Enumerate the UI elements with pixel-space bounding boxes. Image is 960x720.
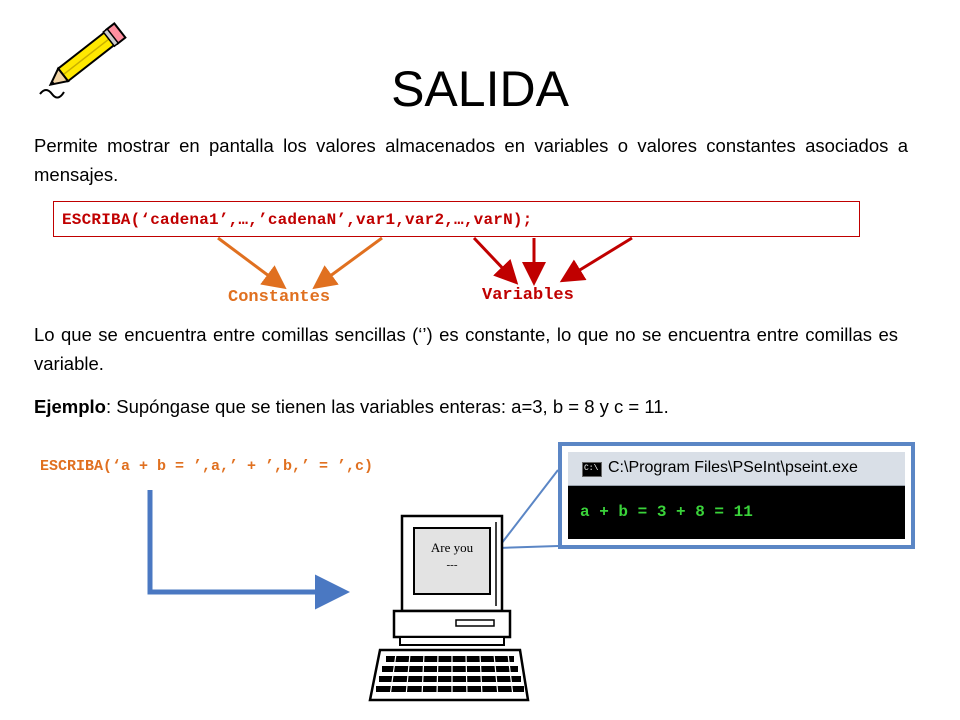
monitor-screen-text: Are you [431, 540, 474, 555]
variable-arrow-left [472, 236, 519, 285]
variable-arrow-right [559, 236, 633, 283]
example-flow-arrow [147, 490, 350, 610]
example-code: ESCRIBA(‘a + b = ’,a,’ + ’,b,’ = ’,c) [40, 458, 374, 475]
label-variables: Variables [482, 286, 574, 305]
console-titlebar [568, 452, 905, 486]
console-output: a + b = 3 + 8 = 11 [580, 503, 753, 521]
monitor-screen-subtext: --- [447, 559, 458, 571]
page-title: SALIDA [391, 61, 569, 117]
constant-arrow-left [217, 236, 287, 290]
computer-icon: Are you --- [368, 514, 530, 702]
example-line: Ejemplo: Supóngase que se tienen las var… [34, 396, 914, 418]
example-label: Ejemplo [34, 396, 106, 417]
callout-line-bottom [497, 545, 559, 549]
explanation-paragraph: Lo que se encuentra entre comillas senci… [34, 324, 898, 374]
console-body [568, 486, 905, 539]
syntax-code: ESCRIBA(‘cadena1’,…,’cadenaN’,var1,var2,… [62, 211, 533, 229]
label-constantes: Constantes [228, 288, 331, 307]
constant-arrow-right [312, 236, 383, 290]
syntax-box [53, 201, 860, 237]
pencil-icon [39, 22, 127, 99]
console-window-title: C:\Program Files\PSeInt\pseint.exe [608, 459, 858, 476]
intro-paragraph: Permite mostrar en pantalla los valores … [34, 135, 908, 185]
example-text: : Supóngase que se tienen las variables … [105, 396, 669, 417]
callout-line-top [497, 469, 559, 549]
console-icon: C:\ [582, 462, 602, 477]
